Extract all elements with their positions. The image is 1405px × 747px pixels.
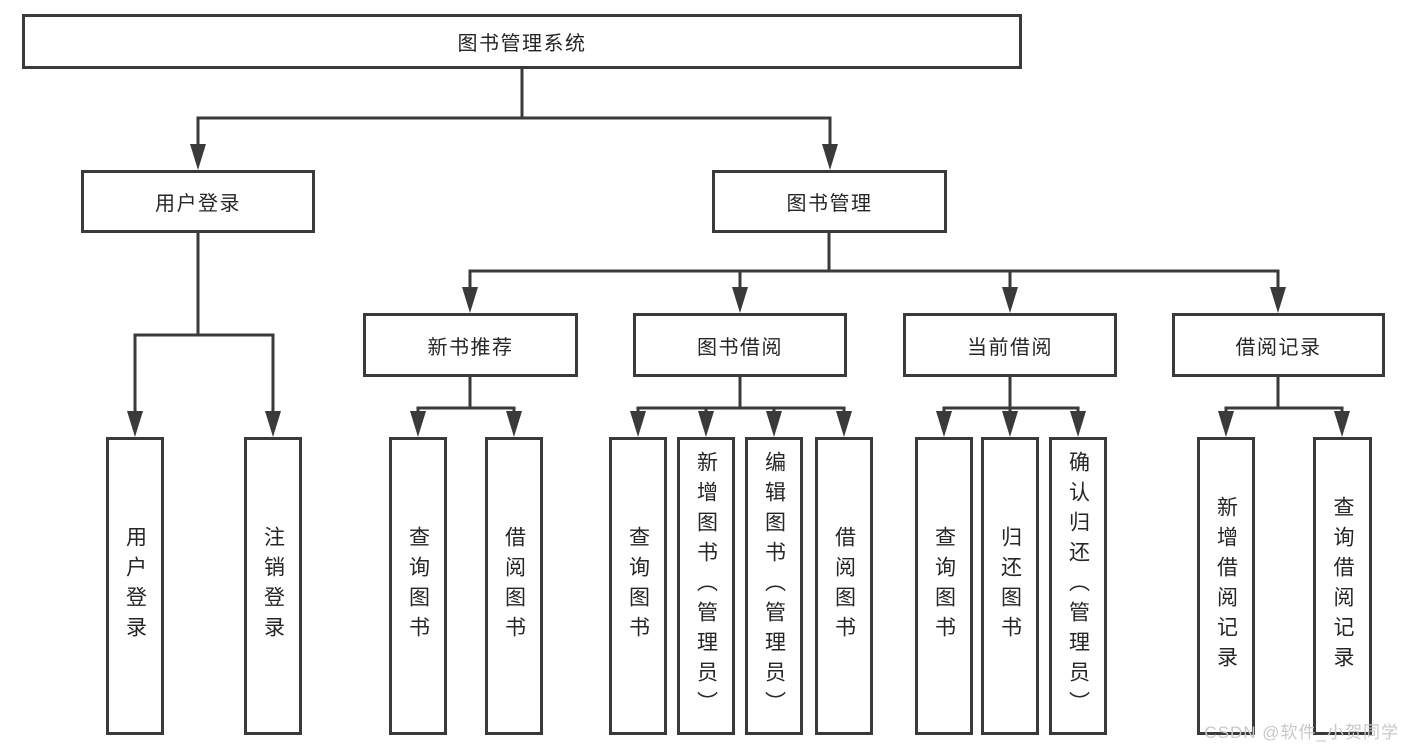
arrowhead — [630, 411, 646, 437]
connector-user-login-branch — [127, 231, 281, 437]
leaf-query-books-newbooks: 查询图书 — [389, 437, 447, 735]
node-borrowing-records: 借阅记录 — [1172, 313, 1385, 377]
leaf-borrow-books-borrowing: 借阅图书 — [815, 437, 873, 735]
leaf-logout: 注销登录 — [244, 437, 302, 735]
node-label: 当前借阅 — [967, 336, 1053, 359]
node-new-book-recommend: 新书推荐 — [363, 313, 578, 377]
node-label: 注销登录 — [261, 526, 285, 646]
node-label: 图书管理系统 — [457, 33, 587, 55]
node-label: 查询图书 — [932, 526, 956, 646]
connector-borrow-records-branch — [1218, 375, 1350, 437]
leaf-edit-books-admin: 编辑图书（管理员） — [745, 437, 803, 735]
node-user-login-module: 用户登录 — [81, 170, 315, 233]
node-label: 借阅记录 — [1235, 336, 1322, 359]
node-current-borrowing: 当前借阅 — [903, 313, 1117, 377]
node-label: 新增图书（管理员） — [694, 451, 718, 721]
node-label: 查询图书 — [626, 526, 650, 646]
arrowhead — [127, 411, 143, 437]
connector-book-mgmt-branch — [462, 231, 1286, 313]
arrowhead — [462, 287, 478, 313]
arrowhead — [836, 411, 852, 437]
node-label: 图书管理 — [786, 193, 873, 215]
arrowhead — [265, 411, 281, 437]
node-book-management-module: 图书管理 — [712, 170, 947, 233]
connector-book-borrow-branch — [630, 375, 852, 437]
arrowhead — [506, 411, 522, 437]
leaf-borrow-books-newbooks: 借阅图书 — [485, 437, 543, 735]
arrowhead — [822, 144, 838, 170]
arrowhead — [1218, 411, 1234, 437]
node-label: 借阅图书 — [502, 526, 526, 646]
node-label: 编辑图书（管理员） — [762, 451, 786, 721]
leaf-query-borrow-record: 查询借阅记录 — [1313, 437, 1372, 735]
leaf-query-books-current: 查询图书 — [915, 437, 973, 735]
node-label: 图书借阅 — [697, 336, 783, 359]
arrowhead — [1002, 287, 1018, 313]
arrowhead — [1334, 411, 1350, 437]
leaf-confirm-return-admin: 确认归还（管理员） — [1049, 437, 1107, 735]
node-label: 查询借阅记录 — [1331, 496, 1354, 676]
connector-root-to-level2 — [190, 67, 838, 170]
arrowhead — [1002, 411, 1018, 437]
leaf-return-books: 归还图书 — [981, 437, 1039, 735]
node-label: 用户登录 — [123, 526, 147, 646]
arrowhead — [732, 287, 748, 313]
node-label: 用户登录 — [155, 193, 241, 215]
leaf-query-books-borrowing: 查询图书 — [609, 437, 667, 735]
arrowhead — [698, 411, 714, 437]
leaf-add-books-admin: 新增图书（管理员） — [677, 437, 735, 735]
connector-new-books-branch — [410, 375, 522, 437]
node-label: 新增借阅记录 — [1214, 496, 1238, 676]
leaf-user-login: 用户登录 — [106, 437, 164, 735]
csdn-watermark: CSDN @软件_小贺同学 — [1204, 723, 1399, 742]
arrowhead — [936, 411, 952, 437]
node-label: 借阅图书 — [832, 526, 856, 646]
node-book-borrowing: 图书借阅 — [633, 313, 847, 377]
arrowhead — [410, 411, 426, 437]
arrowhead — [1270, 287, 1286, 313]
node-label: 归还图书 — [998, 526, 1022, 646]
arrowhead — [766, 411, 782, 437]
arrowhead — [1070, 411, 1086, 437]
connector-current-borrow-branch — [936, 375, 1086, 437]
leaf-add-borrow-record: 新增借阅记录 — [1197, 437, 1255, 735]
node-root-system: 图书管理系统 — [22, 14, 1022, 69]
node-label: 确认归还（管理员） — [1066, 451, 1090, 721]
arrowhead — [190, 144, 206, 170]
node-label: 查询图书 — [406, 526, 430, 646]
node-label: 新书推荐 — [427, 336, 514, 359]
